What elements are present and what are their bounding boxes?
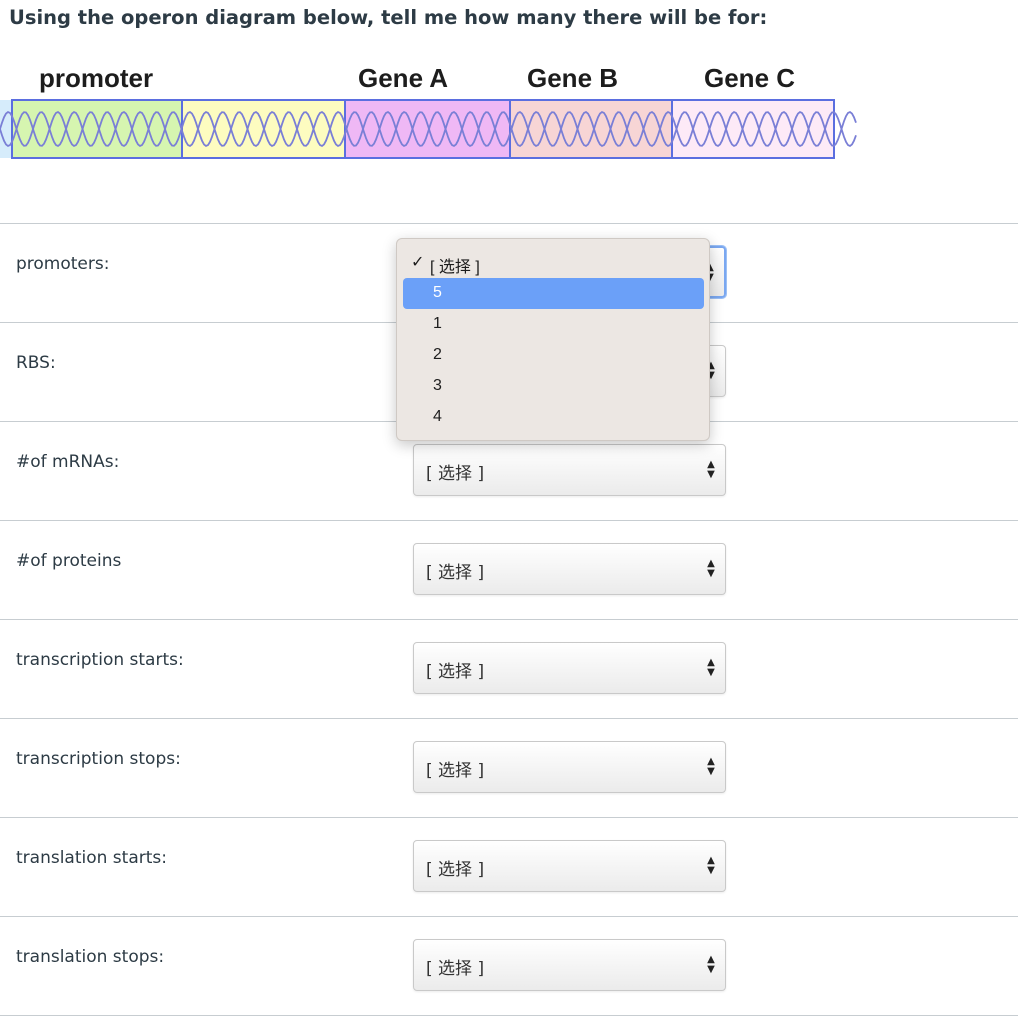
select-arrows-icon: ▲▼ <box>707 459 715 480</box>
answer-select[interactable]: [ 选择 ] ▲▼ <box>413 543 726 595</box>
select-value: [ 选择 ] <box>426 860 485 880</box>
gene-a-segment <box>344 99 511 159</box>
row-label: translation starts: <box>16 848 167 868</box>
dropdown-option[interactable]: 5 <box>403 278 704 309</box>
select-value: [ 选择 ] <box>426 959 485 979</box>
option-label: 4 <box>433 408 442 425</box>
question-row: translation starts: [ 选择 ] ▲▼ <box>0 817 1018 917</box>
select-arrows-icon: ▲▼ <box>707 954 715 975</box>
promoter-label: promoter <box>39 63 154 93</box>
question-row: translation stops: [ 选择 ] ▲▼ <box>0 916 1018 1016</box>
dropdown-option[interactable]: 4 <box>403 402 704 433</box>
answer-select[interactable]: [ 选择 ] ▲▼ <box>413 642 726 694</box>
option-label: 5 <box>433 284 442 301</box>
gene-b-label: Gene B <box>527 63 619 93</box>
select-arrows-icon: ▲▼ <box>707 855 715 876</box>
choice-dropdown-menu[interactable]: ✓ [ 选择 ] 5 1 2 3 4 <box>396 238 710 441</box>
gene-a-label: Gene A <box>358 63 449 93</box>
strand-start-segment <box>0 100 12 158</box>
answer-select[interactable]: [ 选择 ] ▲▼ <box>413 939 726 991</box>
select-value: [ 选择 ] <box>426 662 485 682</box>
option-label: 1 <box>433 315 442 332</box>
gene-b-segment <box>509 99 673 159</box>
select-arrows-icon: ▲▼ <box>707 756 715 777</box>
answer-select[interactable]: [ 选择 ] ▲▼ <box>413 741 726 793</box>
question-row: #of proteins [ 选择 ] ▲▼ <box>0 520 1018 620</box>
option-label: [ 选择 ] <box>430 259 480 276</box>
dropdown-option[interactable]: 2 <box>403 340 704 371</box>
row-label: #of mRNAs: <box>16 452 120 472</box>
answer-select[interactable]: [ 选择 ] ▲▼ <box>413 840 726 892</box>
gene-c-label: Gene C <box>704 63 796 93</box>
question-row: transcription starts: [ 选择 ] ▲▼ <box>0 619 1018 719</box>
row-label: promoters: <box>16 254 110 274</box>
row-label: translation stops: <box>16 947 165 967</box>
select-value: [ 选择 ] <box>426 464 485 484</box>
select-arrows-icon: ▲▼ <box>707 657 715 678</box>
option-label: 3 <box>433 377 442 394</box>
helix-strand-2 <box>0 110 857 148</box>
question-row: transcription stops: [ 选择 ] ▲▼ <box>0 718 1018 818</box>
question-prompt: Using the operon diagram below, tell me … <box>9 6 768 29</box>
answer-select[interactable]: [ 选择 ] ▲▼ <box>413 444 726 496</box>
dropdown-option[interactable]: 3 <box>403 371 704 402</box>
select-value: [ 选择 ] <box>426 563 485 583</box>
operon-diagram: promoter Gene A Gene B Gene C <box>0 60 1024 170</box>
select-arrows-icon: ▲▼ <box>707 558 715 579</box>
select-arrows-icon: ▲▼ <box>707 360 715 381</box>
row-label: RBS: <box>16 353 56 373</box>
dropdown-option[interactable]: 1 <box>403 309 704 340</box>
option-label: 2 <box>433 346 442 363</box>
row-label: transcription starts: <box>16 650 184 670</box>
question-row: #of mRNAs: [ 选择 ] ▲▼ <box>0 421 1018 521</box>
checkmark-icon: ✓ <box>411 254 425 271</box>
gene-c-segment <box>671 99 835 159</box>
promoter-segment <box>11 99 183 159</box>
row-label: transcription stops: <box>16 749 181 769</box>
select-value: [ 选择 ] <box>426 761 485 781</box>
dna-strip <box>0 99 857 159</box>
dropdown-option[interactable]: ✓ [ 选择 ] <box>403 247 704 278</box>
row-label: #of proteins <box>16 551 122 571</box>
helix-strand-1 <box>0 110 857 148</box>
